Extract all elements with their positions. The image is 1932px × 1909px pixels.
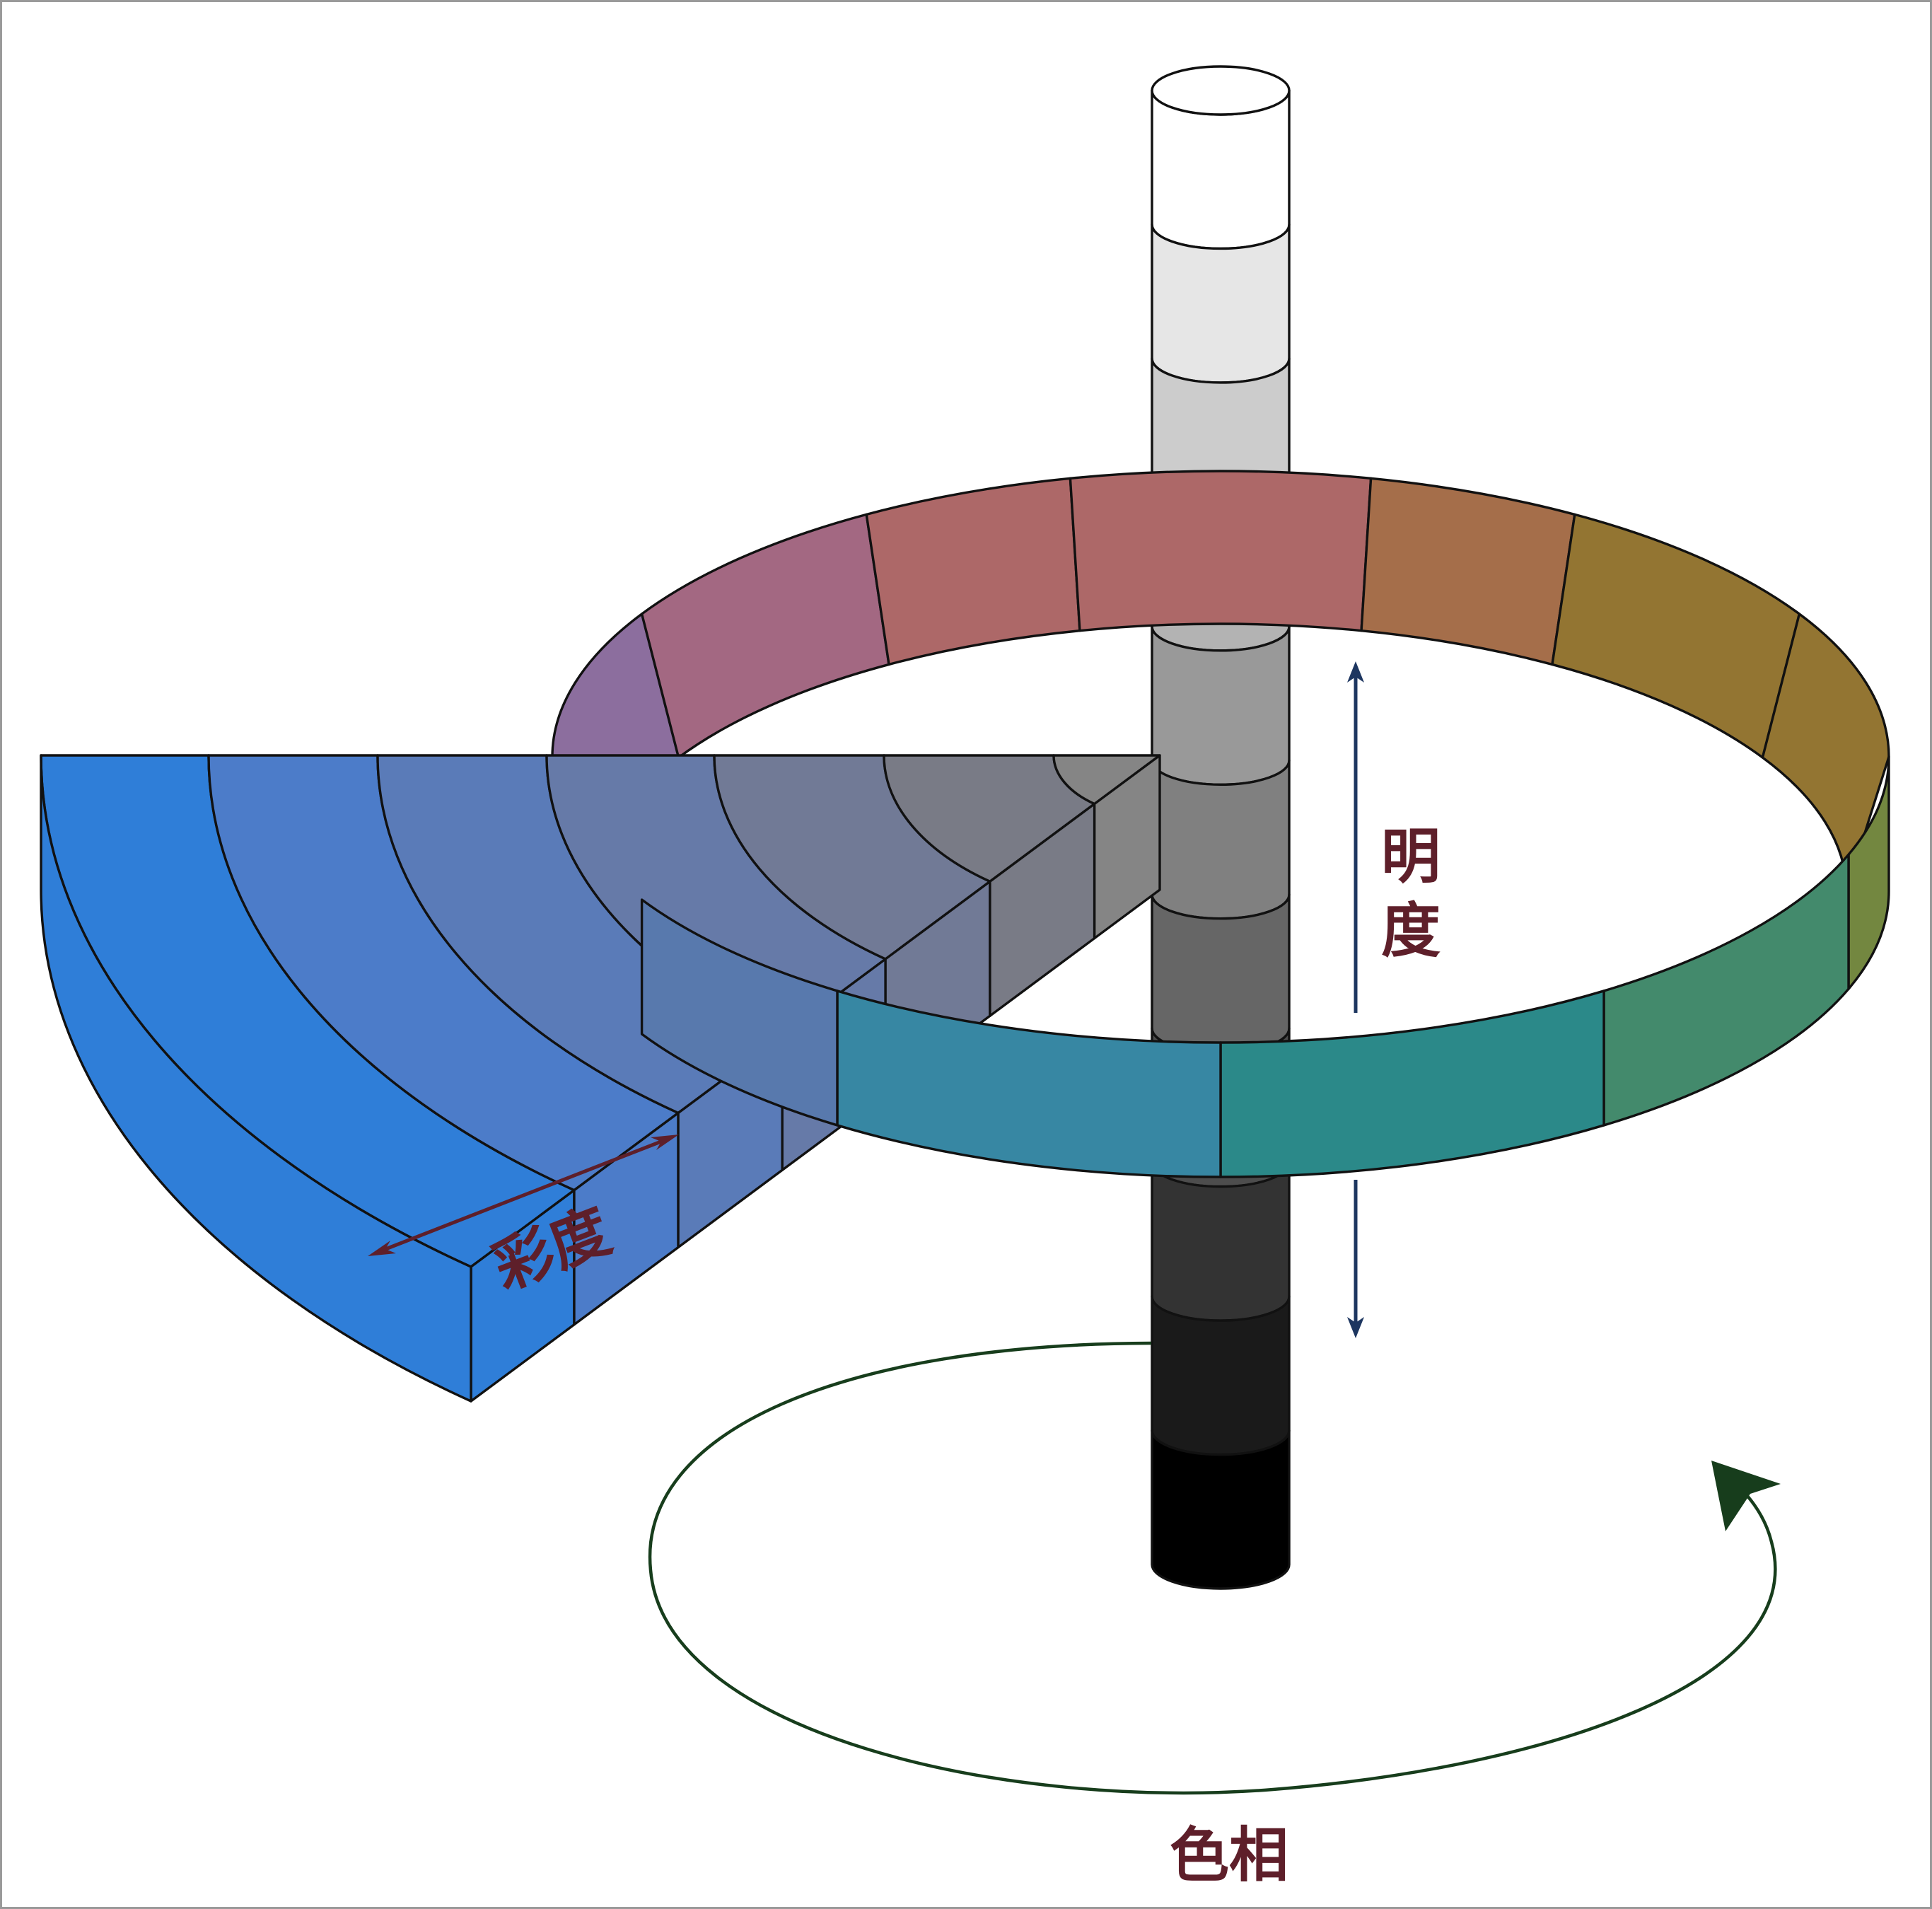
hue-label: 色相 xyxy=(1170,1821,1288,1890)
chroma-outer-face xyxy=(40,754,472,1403)
value-step xyxy=(1151,223,1291,384)
value-step xyxy=(1151,1161,1291,1322)
value-step xyxy=(1151,759,1291,920)
value-step xyxy=(1151,625,1291,786)
value-step xyxy=(1151,1429,1291,1590)
arrowhead-down-icon xyxy=(1347,1317,1364,1338)
chroma-arrow xyxy=(368,1135,679,1256)
hue-ring-back xyxy=(551,470,1890,893)
lightness-label-line1: 明 xyxy=(1381,822,1441,891)
hue-band-front xyxy=(640,898,839,1127)
lightness-arrow xyxy=(1347,661,1364,1338)
value-cylinder xyxy=(1151,65,1291,1590)
chroma-arrow-line xyxy=(378,1137,669,1254)
hue-arrow-curve xyxy=(648,1341,1777,1795)
arrowhead-right-icon xyxy=(651,1135,679,1150)
value-step xyxy=(1151,1295,1291,1456)
lightness-label-line2: 度 xyxy=(1381,896,1441,965)
hue-band-back xyxy=(1761,613,1890,893)
arrowhead-left-icon xyxy=(368,1241,396,1256)
arrowhead-up-icon xyxy=(1347,661,1364,683)
arrowhead-curved-icon xyxy=(1711,1461,1781,1531)
hue-ring-front xyxy=(640,755,1890,1178)
hue-band-back xyxy=(1069,470,1373,632)
hue-arrow xyxy=(648,1341,1781,1795)
chroma-step-side xyxy=(1093,754,1161,940)
cylinder-top xyxy=(1151,65,1291,116)
value-step xyxy=(1151,893,1291,1054)
